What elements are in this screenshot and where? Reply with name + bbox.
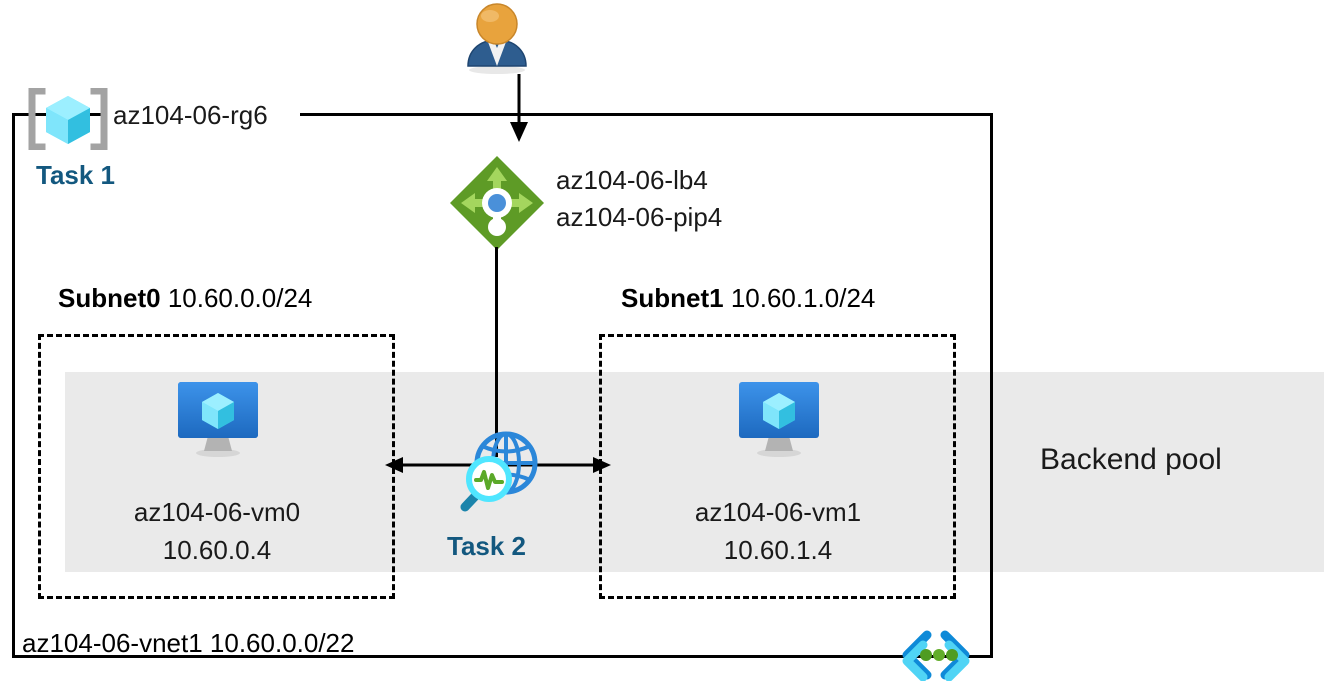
task-2-label: Task 2 [447, 531, 527, 561]
vnet-label: az104-06-vnet1 10.60.0.0/22 [22, 628, 355, 658]
vm-1-name: az104-06-vm1 [694, 497, 862, 527]
resource-group-border-right [990, 113, 993, 658]
subnet-1-cidr: 10.60.1.0/24 [730, 283, 876, 313]
virtual-network-icon [897, 629, 975, 682]
vm-1-ip: 10.60.1.4 [723, 535, 833, 565]
subnet-0-label: Subnet0 10.60.0.0/24 [58, 283, 312, 314]
resource-group-border-top-right [300, 113, 993, 116]
public-ip-name: az104-06-pip4 [556, 202, 723, 232]
subnet-1-name: Subnet1 [621, 283, 724, 313]
task-1-label: Task 1 [36, 160, 116, 190]
virtual-machine-icon [737, 380, 821, 458]
subnet-0-cidr: 10.60.0.0/24 [167, 283, 313, 313]
resource-group-border-bottom [12, 655, 993, 658]
vm-0-name: az104-06-vm0 [133, 497, 301, 527]
resource-group-name: az104-06-rg6 [113, 100, 268, 130]
subnet-1-label: Subnet1 10.60.1.0/24 [621, 283, 875, 314]
virtual-machine-icon [176, 380, 260, 458]
resource-group-border-left [12, 113, 15, 658]
user-person-icon [462, 2, 532, 74]
resource-group-cube-icon [28, 87, 108, 151]
network-watcher-globe-icon [455, 424, 545, 514]
backend-pool-band [65, 372, 1324, 572]
backend-pool-label: Backend pool [1040, 443, 1222, 476]
vm-0-ip: 10.60.0.4 [162, 535, 272, 565]
load-balancer-diamond-icon [447, 153, 547, 253]
load-balancer-name: az104-06-lb4 [556, 165, 708, 195]
user-to-load-balancer-arrow [489, 74, 549, 144]
load-balancer-connector-line [495, 247, 498, 457]
subnet-0-name: Subnet0 [58, 283, 161, 313]
